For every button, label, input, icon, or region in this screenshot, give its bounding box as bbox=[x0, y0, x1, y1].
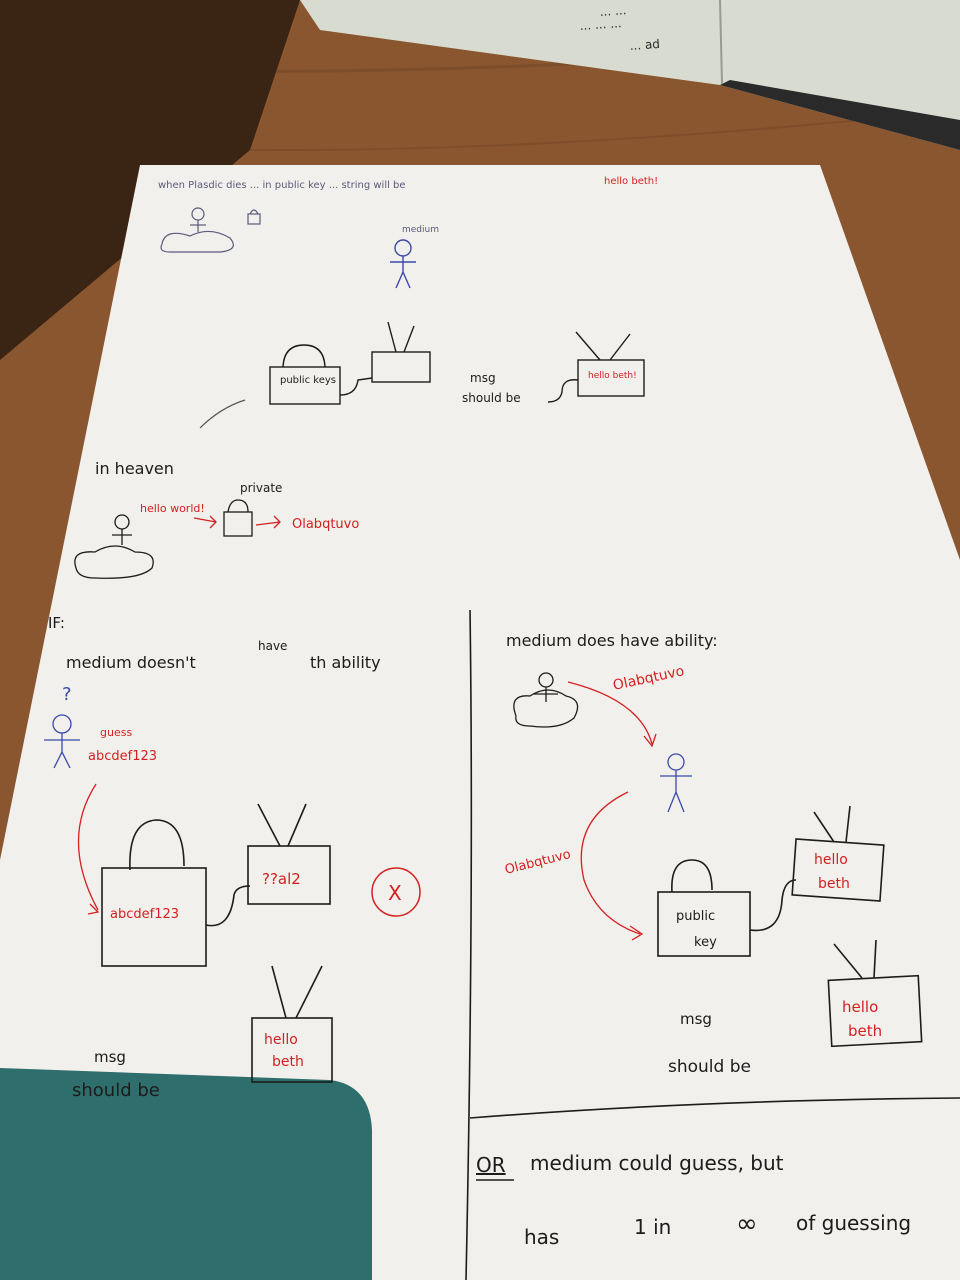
right-top-arrow bbox=[567, 681, 653, 745]
medium-figure bbox=[390, 239, 416, 289]
paper-sheet bbox=[0, 165, 960, 1280]
vertical-divider bbox=[465, 609, 473, 1280]
question-mark: ? bbox=[62, 684, 72, 705]
private-label: private bbox=[240, 481, 282, 495]
left-condition-end: th ability bbox=[310, 653, 381, 672]
left-msg-label: msg bbox=[94, 1048, 126, 1066]
heaven-lock-icon bbox=[223, 499, 253, 537]
right-should-be-label: should be bbox=[668, 1057, 751, 1077]
thumb-shadow bbox=[0, 1068, 372, 1280]
right-condition: medium does have ability: bbox=[506, 631, 718, 650]
right-medium-figure bbox=[660, 753, 692, 813]
left-tv-text: ??al2 bbox=[262, 870, 301, 888]
guess-value: abcdef123 bbox=[88, 749, 157, 764]
right-left-arrow bbox=[580, 791, 641, 935]
top-cloud-figure bbox=[160, 207, 261, 253]
left-condition: medium doesn't bbox=[66, 653, 196, 672]
right-msg-label: msg bbox=[680, 1010, 712, 1028]
if-label: IF: bbox=[48, 614, 65, 632]
right-tv2-line2: beth bbox=[848, 1022, 882, 1040]
horizontal-divider bbox=[469, 1097, 960, 1119]
guessing-medium-figure bbox=[44, 714, 80, 769]
header-note: when Plasdic dies ... in public key ... … bbox=[158, 180, 406, 191]
right-lock-line1: public bbox=[676, 909, 715, 924]
header-note-red: hello beth! bbox=[604, 176, 658, 187]
heaven-arrows bbox=[193, 515, 281, 529]
right-lock-line2: key bbox=[694, 935, 717, 950]
notebook-scribble-3: ... ad bbox=[629, 37, 660, 53]
top-lock-label: public keys bbox=[280, 375, 336, 386]
right-tv1-line2: beth bbox=[818, 876, 850, 892]
guess-label: guess bbox=[100, 726, 132, 739]
notebook-scribble-1: ... ... bbox=[599, 3, 627, 19]
top-tv-result bbox=[547, 331, 645, 403]
left-tv2-line1: hello bbox=[264, 1032, 298, 1048]
right-lock-icon bbox=[657, 859, 797, 957]
or-line1: medium could guess, but bbox=[530, 1151, 784, 1175]
top-lock-icon bbox=[269, 344, 373, 405]
infinity-symbol: ∞ bbox=[736, 1209, 758, 1239]
heaven-title: in heaven bbox=[95, 459, 174, 478]
left-tv-expected bbox=[251, 965, 333, 1083]
notebook-cover bbox=[720, 80, 960, 150]
heaven-plaintext: hello world! bbox=[140, 502, 205, 515]
right-tv2-line1: hello bbox=[842, 998, 878, 1016]
left-tv2-line2: beth bbox=[272, 1054, 304, 1070]
or-label: OR bbox=[476, 1153, 506, 1177]
top-tv-text: hello beth! bbox=[588, 371, 637, 381]
top-msg-label: msg bbox=[470, 371, 496, 385]
cross-circle bbox=[371, 867, 421, 917]
notebook bbox=[300, 0, 960, 150]
right-heaven-figure bbox=[513, 672, 579, 728]
left-lock-icon bbox=[101, 819, 251, 967]
top-should-be-label: should be bbox=[462, 391, 521, 405]
or-line2-one-in: 1 in bbox=[634, 1215, 671, 1239]
notebook-scribble-2: ... ... ... bbox=[579, 16, 622, 33]
heaven-figure-cloud bbox=[74, 514, 154, 579]
right-tv-bottom bbox=[827, 939, 923, 1048]
medium-label-top: medium bbox=[402, 225, 439, 235]
top-tv-blank bbox=[371, 321, 431, 383]
guess-arrow bbox=[77, 783, 99, 911]
left-lock-text: abcdef123 bbox=[110, 907, 179, 922]
or-line2-guessing: of guessing bbox=[796, 1211, 911, 1235]
have-label: have bbox=[258, 639, 287, 653]
or-line2-has: has bbox=[524, 1225, 559, 1249]
cross-mark: X bbox=[388, 881, 402, 905]
right-tv1-line1: hello bbox=[814, 852, 848, 868]
left-tv-garbled bbox=[247, 803, 331, 905]
left-should-be-label: should be bbox=[72, 1080, 160, 1101]
right-tv-top bbox=[791, 805, 885, 902]
heaven-cipher: Olabqtuvo bbox=[292, 517, 359, 532]
